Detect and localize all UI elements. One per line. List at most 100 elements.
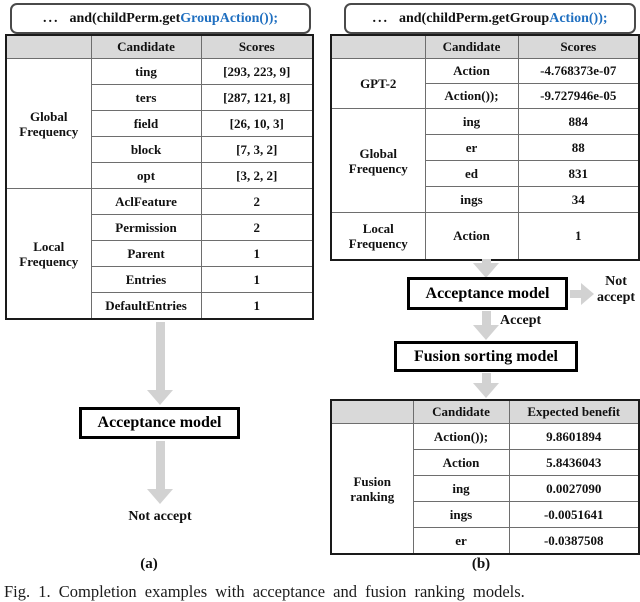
fusion-ranking-table: Candidate Expected benefit Fusion rankin… [330,399,640,555]
group-label-global-frequency: Global Frequency [5,58,92,189]
table-row: DefaultEntries 1 [6,292,314,320]
table-row: ings -0.0051641 [331,501,640,528]
cell-candidate: Action [424,212,519,261]
not-accept-label-a: Not accept [128,509,192,524]
cell-candidate: Action()); [424,83,519,109]
table-row: er 88 [331,134,640,161]
cell-candidate: er [424,134,519,161]
group-label-gpt2: GPT-2 [330,58,426,109]
cell-score: [293, 223, 9] [200,58,314,85]
header-candidate: Candidate [412,399,510,424]
cell-score: [287, 121, 8] [200,84,314,111]
group-label-local-frequency: Local Frequency [5,188,92,320]
down-arrow-icon [473,311,499,340]
cell-score: 2 [200,188,314,215]
table-row: er -0.0387508 [331,527,640,555]
cell-candidate: ing [412,475,510,502]
cell-candidate: Entries [90,266,202,293]
cell-candidate: field [90,110,202,137]
cell-benefit: 0.0027090 [508,475,640,502]
cell-candidate: Parent [90,240,202,267]
cell-benefit: 9.8601894 [508,423,640,450]
table-row: Action()); -9.727946e-05 [331,83,640,109]
cell-score: [3, 2, 2] [200,162,314,189]
table-row: ters [287, 121, 8] [6,84,314,111]
cell-score: 831 [517,160,640,187]
cell-score: [26, 10, 3] [200,110,314,137]
acceptance-model-box-a: Acceptance model [79,407,240,439]
cell-candidate: Permission [90,214,202,241]
table-row: Global Frequency ing 884 [330,108,640,213]
code-context: and(childPerm.get [69,10,181,26]
panel-label-a: (a) [140,556,158,572]
acceptance-model-label: Acceptance model [97,414,222,431]
table-row: opt [3, 2, 2] [6,162,314,189]
not-accept-label-b: Not accept [596,274,636,305]
cell-candidate: Action()); [412,423,510,450]
down-arrow-icon [473,373,499,398]
header-candidate: Candidate [424,34,519,59]
group-label-fusion-ranking: Fusion ranking [330,423,414,555]
cell-candidate: block [90,136,202,163]
ellipsis-prefix: ... [372,10,389,26]
cell-candidate: Action [412,449,510,476]
group-label-global-frequency: Global Frequency [330,108,426,213]
cell-candidate: ed [424,160,519,187]
table-row: Action 5.8436043 [331,449,640,476]
table-row: Parent 1 [6,240,314,267]
cell-score: [7, 3, 2] [200,136,314,163]
fusion-sorting-model-label: Fusion sorting model [413,347,558,365]
code-completion-highlight: Action()); [549,10,608,26]
cell-benefit: -0.0051641 [508,501,640,528]
figure-caption: Fig. 1. Completion examples with accepta… [4,582,525,601]
header-empty-cell [330,399,414,424]
candidates-table-b: Candidate Scores GPT-2 Action -4.768373e… [330,34,640,261]
code-context: and(childPerm.getGroup [398,10,550,26]
cell-candidate: ters [90,84,202,111]
group-label-local-frequency: Local Frequency [330,212,426,261]
cell-candidate: Action [424,58,519,84]
table-row: Local Frequency AclFeature 2 [5,188,314,320]
cell-score: -4.768373e-07 [517,58,640,84]
cell-score: 1 [517,212,640,261]
cell-score: 884 [517,108,640,135]
cell-candidate: DefaultEntries [90,292,202,320]
table-row: Permission 2 [6,214,314,241]
cell-candidate: ings [412,501,510,528]
cell-benefit: -0.0387508 [508,527,640,555]
right-arrow-icon [570,282,594,306]
cell-candidate: ting [90,58,202,85]
down-arrow-icon [473,259,499,278]
cell-candidate: ing [424,108,519,135]
cell-score: 1 [200,266,314,293]
header-candidate: Candidate [90,34,202,59]
cell-score: 34 [517,186,640,213]
cell-score: 1 [200,292,314,320]
cell-score: -9.727946e-05 [517,83,640,109]
cell-candidate: ings [424,186,519,213]
code-completion-highlight: GroupAction()); [180,10,279,26]
cell-candidate: opt [90,162,202,189]
header-scores: Scores [517,34,640,59]
table-row: block [7, 3, 2] [6,136,314,163]
table-row: Fusion ranking Action()); 9.8601894 [330,423,640,555]
table-row: Global Frequency ting [293, 223, 9] [5,58,314,189]
cell-candidate: AclFeature [90,188,202,215]
cell-score: 1 [200,240,314,267]
header-empty-cell [330,34,426,59]
table-header-row: Candidate Expected benefit [330,399,640,424]
table-row: ing 0.0027090 [331,475,640,502]
down-arrow-icon [147,322,173,405]
cell-score: 2 [200,214,314,241]
acceptance-model-label: Acceptance model [425,284,550,302]
ellipsis-prefix: ... [42,10,60,26]
table-row: field [26, 10, 3] [6,110,314,137]
accept-label: Accept [500,313,542,328]
acceptance-model-box-b: Acceptance model [407,277,568,310]
table-header-row: Candidate Scores [5,34,314,59]
table-row: ings 34 [331,186,640,213]
table-header-row: Candidate Scores [330,34,640,59]
table-row: Local Frequency Action 1 [330,212,640,261]
